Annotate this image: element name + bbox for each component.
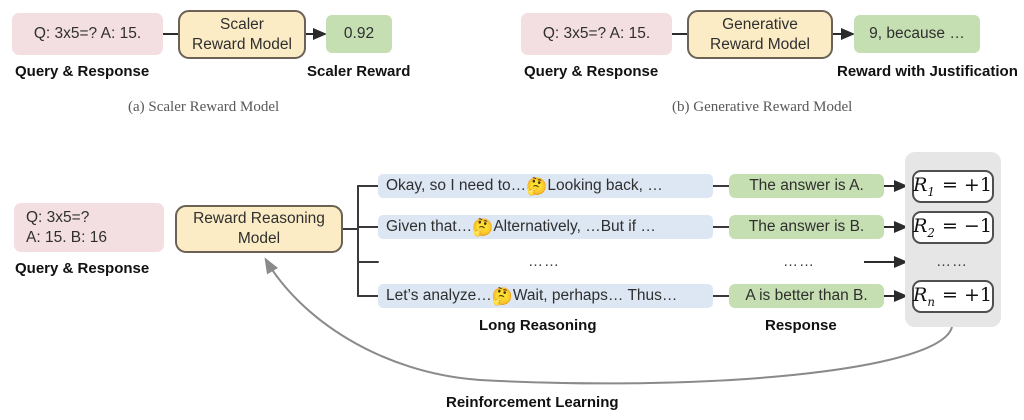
panel-b-output-label: Reward with Justification [837, 63, 1018, 80]
reward-sub-n: n [927, 294, 935, 309]
panel-a-query-label: Query & Response [15, 63, 150, 80]
fanout-bracket [342, 185, 379, 297]
reasoning-box-n: Let’s analyze…🤔Wait, perhaps… Thus… [378, 284, 713, 308]
panel-a-output-box: 0.92 [326, 15, 392, 53]
reasoning-pre-n: Let’s analyze… [386, 287, 492, 305]
reward-value-1: = +1 [941, 174, 992, 197]
reinforcement-learning-label: Reinforcement Learning [446, 394, 619, 411]
reward-symbol-2: R [913, 215, 928, 238]
reward-box-2: R2 = −1 [912, 211, 994, 244]
reinforcement-learning-arrow [264, 257, 953, 385]
reward-value-2: = −1 [941, 215, 992, 238]
panel-b-query-label: Query & Response [524, 63, 659, 80]
reward-value-n: = +1 [941, 284, 992, 307]
response-ellipsis: …… [783, 253, 815, 270]
panel-b-caption: (b) Generative Reward Model [672, 99, 853, 115]
panel-b-model-box: Generative Reward Model [687, 10, 833, 59]
reasoning-box-2: Given that…🤔Alternatively, …But if … [378, 215, 713, 239]
reasoning-ellipsis: …… [528, 253, 560, 270]
reward-sub-1: 1 [927, 184, 935, 199]
reasoning-box-1: Okay, so I need to…🤔Looking back, … [378, 174, 713, 198]
thinking-face-icon: 🤔 [491, 286, 513, 306]
thinking-face-icon: 🤔 [472, 217, 494, 237]
reward-ellipsis: …… [936, 253, 968, 270]
response-box-n: A is better than B. [729, 284, 884, 308]
panel-b-query-box: Q: 3x5=? A: 15. [521, 13, 672, 55]
reward-box-n: Rn = +1 [912, 280, 994, 313]
long-reasoning-label: Long Reasoning [479, 317, 597, 334]
reward-symbol-1: R [913, 174, 928, 197]
reasoning-pre-2: Given that… [386, 218, 473, 236]
panel-a-caption: (a) Scaler Reward Model [128, 99, 280, 115]
panel-a-model-box: Scaler Reward Model [178, 10, 306, 59]
response-box-1: The answer is A. [729, 174, 884, 198]
panel-c-model-box: Reward Reasoning Model [175, 205, 343, 253]
reward-box-1: R1 = +1 [912, 170, 994, 203]
panel-a-output-label: Scaler Reward [307, 63, 411, 80]
panel-c-query-box: Q: 3x5=? A: 15. B: 16 [14, 203, 164, 252]
reasoning-post-1: Looking back, … [547, 177, 663, 195]
reasoning-post-n: Wait, perhaps… Thus… [512, 287, 678, 305]
response-label: Response [765, 317, 837, 334]
panel-c-query-label: Query & Response [15, 260, 150, 277]
reasoning-post-2: Alternatively, …But if … [493, 218, 656, 236]
thinking-face-icon: 🤔 [526, 176, 548, 196]
reasoning-to-response-links [712, 185, 730, 297]
reward-symbol-n: R [913, 284, 928, 307]
response-box-2: The answer is B. [729, 215, 884, 239]
panel-a-query-box: Q: 3x5=? A: 15. [12, 13, 163, 55]
response-to-reward-arrows [864, 180, 908, 302]
panel-b-output-box: 9, because … [854, 15, 980, 53]
reward-sub-2: 2 [927, 225, 935, 240]
reasoning-pre-1: Okay, so I need to… [386, 177, 527, 195]
